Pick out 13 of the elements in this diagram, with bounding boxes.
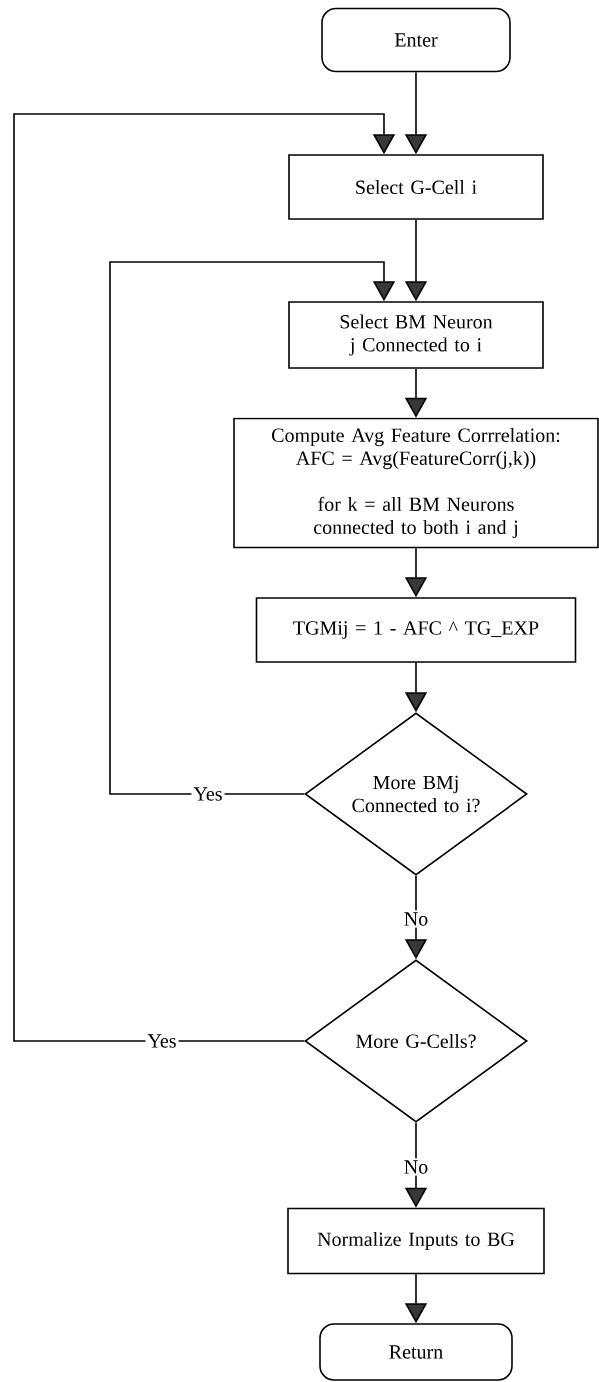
- edge-label: No: [401, 1158, 431, 1176]
- process-box: Normalize Inputs to BG: [287, 1207, 545, 1275]
- edge-label: Yes: [191, 785, 225, 803]
- process-box: Select BM Neuron j Connected to i: [288, 301, 544, 369]
- terminal-box: Enter: [321, 7, 511, 73]
- terminal-box: Return: [319, 1323, 513, 1381]
- edge-label: Yes: [145, 1032, 179, 1050]
- process-box: Select G-Cell i: [288, 154, 544, 220]
- process-box: TGMij = 1 - AFC ^ TG_EXP: [255, 597, 577, 663]
- process-box: Compute Avg Feature Corrrelation: AFC = Avg(FeatureCorr(j,k)) for k = all BM Neurons connected to both i and j: [233, 417, 599, 549]
- arrow: [109, 261, 396, 795]
- arrow: [13, 113, 396, 1042]
- edge-label: No: [401, 910, 431, 928]
